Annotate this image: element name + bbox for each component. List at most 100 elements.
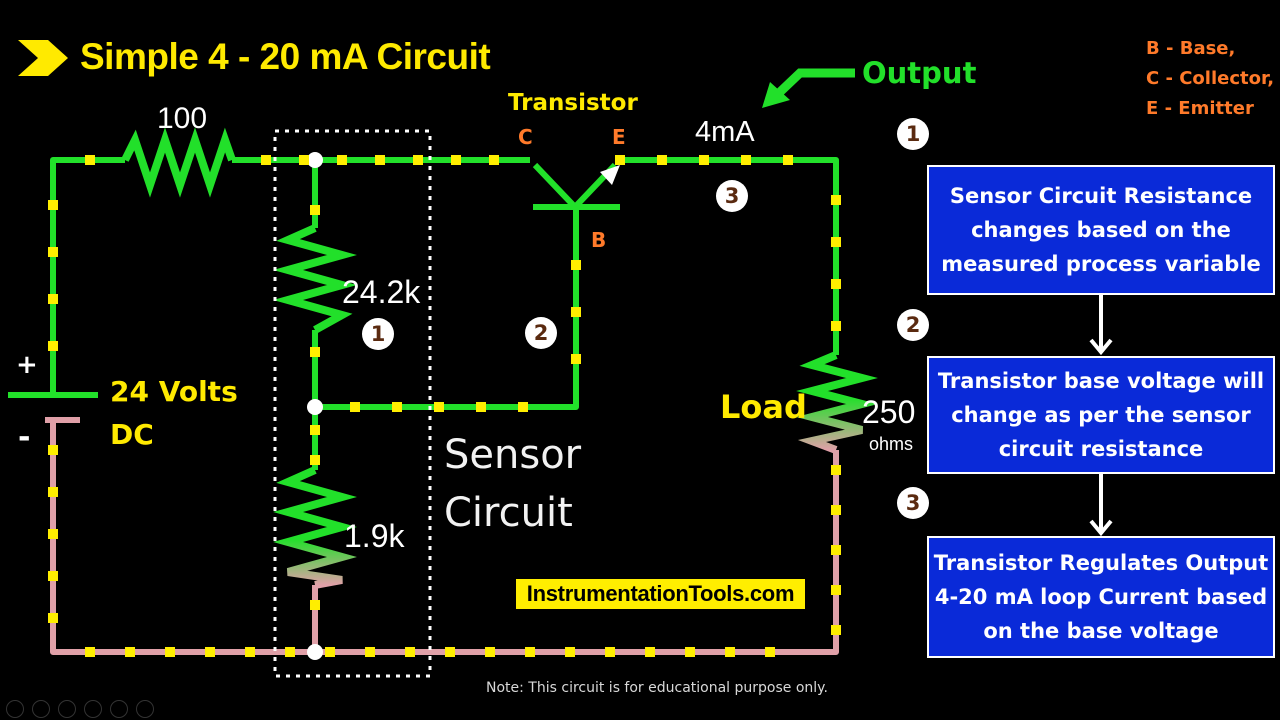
flow-dot — [434, 402, 444, 412]
flow-dot — [85, 155, 95, 165]
flow-dot — [571, 307, 581, 317]
flow-dot — [831, 237, 841, 247]
title-chevron-icon — [18, 40, 68, 76]
step-number-marker: 3 — [897, 487, 929, 519]
emitter-pin-label: E — [612, 125, 626, 149]
control-icon[interactable] — [32, 700, 50, 718]
flow-dot — [337, 155, 347, 165]
flow-dot — [48, 247, 58, 257]
flow-dot — [605, 647, 615, 657]
flow-dot — [615, 155, 625, 165]
sensor-circuit-label-line1: Sensor — [444, 432, 582, 478]
flow-dot — [783, 155, 793, 165]
legend-collector: C - Collector, — [1146, 68, 1275, 89]
player-controls — [6, 700, 154, 718]
flow-dot — [299, 155, 309, 165]
step-3-line: on the base voltage — [983, 619, 1219, 643]
step-3-line: 4-20 mA loop Current based — [934, 585, 1268, 609]
output-arrow-icon — [762, 68, 855, 108]
flow-dot — [125, 647, 135, 657]
flow-dot — [48, 487, 58, 497]
resistor-load — [796, 351, 878, 454]
flow-dot — [571, 354, 581, 364]
flow-dot — [725, 647, 735, 657]
sensor-circuit-label-line2: Circuit — [444, 490, 573, 536]
transistor-label: Transistor — [508, 90, 638, 116]
flow-dot — [310, 455, 320, 465]
collector-pin-label: C — [518, 125, 533, 149]
step-3-line: Transistor Regulates Output — [933, 551, 1269, 575]
flow-dot — [365, 647, 375, 657]
flow-dot — [831, 585, 841, 595]
step-number-marker: 1 — [362, 318, 394, 350]
flow-dot — [518, 402, 528, 412]
flow-dot — [325, 647, 335, 657]
step-number-marker: 2 — [897, 309, 929, 341]
step-1-line: Sensor Circuit Resistance — [949, 184, 1253, 208]
resistor-24k-label: 24.2k — [342, 274, 421, 310]
supply-type-label: DC — [110, 418, 154, 451]
step-2-line: circuit resistance — [998, 437, 1204, 461]
flow-dot — [831, 545, 841, 555]
flow-dot — [48, 200, 58, 210]
flow-dot — [489, 155, 499, 165]
control-icon[interactable] — [6, 700, 24, 718]
flow-dot — [310, 205, 320, 215]
current-label: 4mA — [695, 116, 755, 148]
flow-dot — [831, 465, 841, 475]
emitter-arrow-icon — [600, 165, 620, 185]
step-number-marker: 1 — [897, 118, 929, 150]
flow-dot — [375, 155, 385, 165]
flow-dot — [699, 155, 709, 165]
flow-dot — [48, 445, 58, 455]
flow-dot — [205, 647, 215, 657]
supply-voltage-label: 24 Volts — [110, 375, 238, 408]
flow-dot — [48, 613, 58, 623]
flow-dot — [765, 647, 775, 657]
base-pin-label: B — [591, 228, 607, 252]
control-icon[interactable] — [136, 700, 154, 718]
control-icon[interactable] — [58, 700, 76, 718]
flow-dot — [165, 647, 175, 657]
flow-dot — [685, 647, 695, 657]
resistor-1k9-label: 1.9k — [344, 518, 405, 554]
load-label: Load — [720, 388, 807, 426]
flow-dot — [445, 647, 455, 657]
legend-base: B - Base, — [1146, 38, 1236, 59]
control-icon[interactable] — [110, 700, 128, 718]
step-1-line: changes based on the — [971, 218, 1231, 242]
flow-dot — [392, 402, 402, 412]
flow-dot — [741, 155, 751, 165]
flow-dot — [485, 647, 495, 657]
flow-dot — [245, 647, 255, 657]
flow-dot — [85, 647, 95, 657]
flow-dot — [831, 625, 841, 635]
step-1-line: measured process variable — [941, 252, 1261, 276]
flow-arrows — [1089, 295, 1113, 537]
resistor-100 — [121, 127, 236, 198]
control-icon[interactable] — [84, 700, 102, 718]
flow-dot — [310, 600, 320, 610]
flow-dot — [831, 505, 841, 515]
flow-dot — [831, 321, 841, 331]
flow-dot — [48, 341, 58, 351]
flow-dot — [350, 402, 360, 412]
flow-dot — [451, 155, 461, 165]
flow-dot — [645, 647, 655, 657]
step-number-marker: 2 — [525, 317, 557, 349]
flow-dot — [48, 571, 58, 581]
step-box-3: Transistor Regulates Output 4-20 mA loop… — [927, 536, 1275, 658]
flow-dot — [565, 647, 575, 657]
resistor-100-label: 100 — [157, 102, 208, 135]
plus-terminal-label: + — [16, 350, 38, 380]
step-number-marker: 3 — [716, 180, 748, 212]
resistor-1k9 — [273, 466, 357, 589]
website-banner: InstrumentationTools.com — [516, 579, 805, 609]
flow-dot — [310, 425, 320, 435]
flow-dot — [831, 195, 841, 205]
flow-dot — [831, 279, 841, 289]
page-title: Simple 4 - 20 mA Circuit — [80, 36, 491, 77]
step-2-line: change as per the sensor — [951, 403, 1251, 427]
flow-dot — [261, 155, 271, 165]
